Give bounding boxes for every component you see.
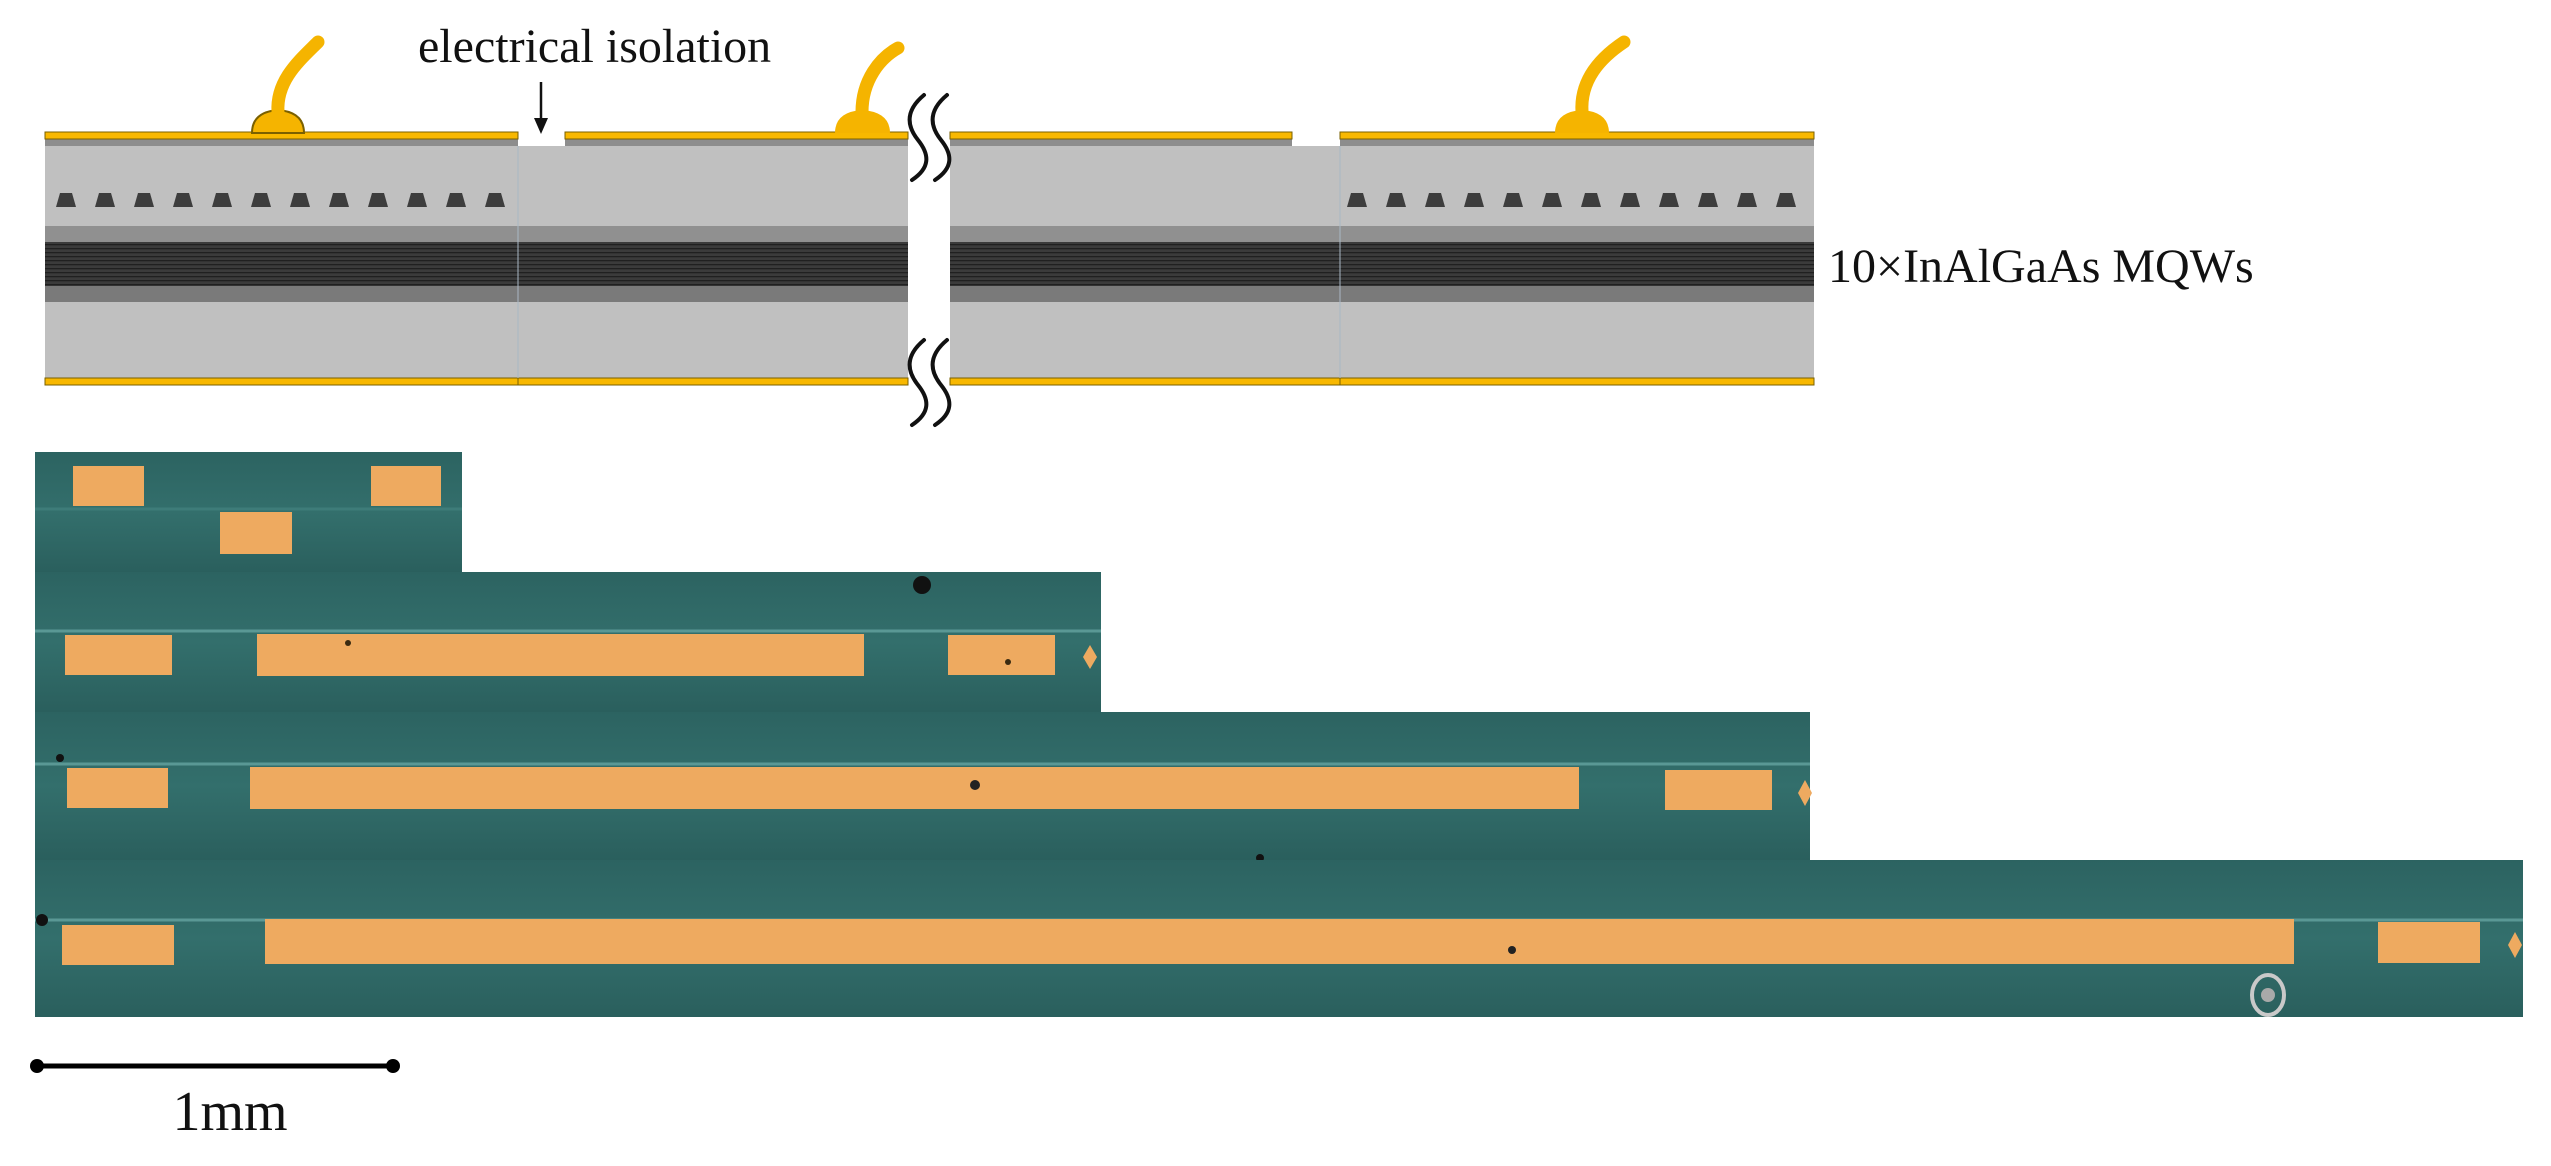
contact-pad (220, 512, 292, 554)
contact-pad (73, 466, 144, 506)
device-strip (35, 572, 1101, 712)
bond-wire-icon (1555, 35, 1631, 133)
device-strip (35, 712, 1812, 862)
contact-pad (1665, 770, 1772, 810)
contact-pad (65, 635, 172, 675)
cross-section-schematic: electrical isolation 10×InAlGaAs MQWs (44, 20, 2254, 427)
contact-pad (62, 925, 174, 965)
isolation-label: electrical isolation (418, 20, 771, 73)
section-segment (517, 131, 909, 386)
arrow-down-icon (534, 82, 548, 134)
contact-pad (948, 635, 1055, 675)
contact-pad (257, 634, 864, 676)
section-segment (1339, 131, 1815, 386)
bond-wire-icon (835, 41, 905, 133)
section-segment (44, 131, 519, 386)
scale-bar-label: 1mm (172, 1081, 287, 1143)
bond-wire-icon (250, 35, 325, 134)
device-strip (35, 452, 462, 573)
contact-pad (265, 919, 2294, 964)
wavy-break-icon (907, 93, 952, 427)
scale-bar: 1mm (30, 1059, 400, 1143)
contact-pad (67, 768, 168, 808)
contact-pad (250, 767, 1579, 809)
contact-pad (371, 466, 441, 506)
microscope-mosaic (35, 452, 2523, 1017)
section-segment (949, 131, 1341, 386)
mqw-label: 10×InAlGaAs MQWs (1828, 240, 2254, 293)
contact-pad (2378, 922, 2480, 963)
device-strip (35, 860, 2523, 1017)
